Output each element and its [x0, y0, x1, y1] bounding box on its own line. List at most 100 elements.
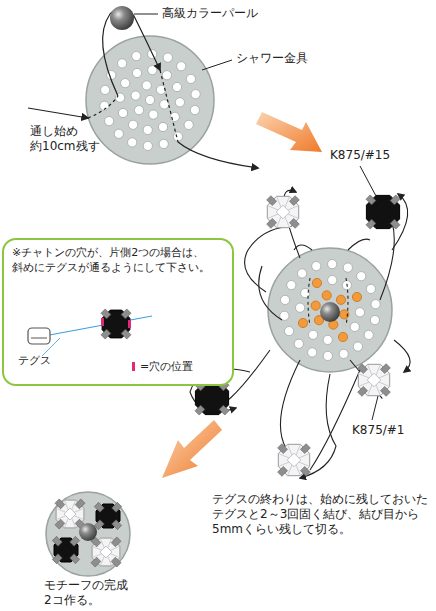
prong — [52, 536, 62, 546]
prong — [101, 309, 111, 319]
plate-hole — [370, 316, 379, 325]
plate-hole — [364, 330, 373, 339]
prong — [300, 444, 310, 454]
hole-mark — [132, 362, 135, 371]
chaton-side-view — [31, 338, 47, 339]
plate-hole — [159, 139, 168, 148]
plate-hole — [149, 110, 158, 119]
plate-hole — [145, 95, 154, 104]
plate-hole — [163, 53, 172, 62]
plate-hole — [353, 342, 362, 351]
part-label: 高級カラーパール — [162, 6, 258, 21]
plate-hole — [294, 339, 303, 348]
plate-hole — [343, 263, 352, 272]
instruction-note: テグスの終わりは、始めに残しておいたテグスと2～3回固く結び、結び目から5mmく… — [212, 492, 434, 537]
plate-hole — [186, 74, 195, 83]
prong — [55, 499, 65, 509]
prong — [121, 329, 131, 339]
completion-note: モチーフの完成 2コ作る。 — [44, 578, 136, 608]
chaton — [195, 381, 228, 414]
prong — [278, 444, 288, 454]
chaton — [358, 364, 389, 395]
plate-hole — [118, 108, 127, 117]
prong — [112, 502, 122, 512]
prong — [112, 520, 122, 530]
prong — [91, 557, 101, 567]
plate-hole — [339, 349, 348, 358]
thread-label: テグス — [18, 354, 51, 369]
plate-hole — [309, 330, 318, 339]
facet — [64, 508, 76, 520]
prong — [55, 519, 65, 529]
prong — [52, 554, 62, 564]
part-number: K875/#1 — [352, 423, 405, 438]
plate-hole — [105, 117, 114, 126]
plate-hole — [128, 138, 137, 147]
plate-hole — [357, 272, 366, 281]
plate-hole — [129, 120, 138, 129]
prong — [366, 195, 376, 205]
plate-hole — [121, 79, 130, 88]
chaton — [267, 196, 298, 227]
plate-hole — [285, 327, 294, 336]
plate-hole — [170, 112, 179, 121]
plate-hole — [352, 292, 361, 301]
prong — [75, 499, 85, 509]
plate-hole — [366, 284, 375, 293]
plate-hole — [184, 120, 193, 129]
plate-hole — [296, 303, 305, 312]
plate-hole — [156, 85, 165, 94]
prong — [267, 218, 277, 228]
plate-hole — [355, 308, 364, 317]
plate-hole — [323, 335, 332, 344]
plate-hole — [101, 85, 110, 94]
plate-hole — [118, 59, 127, 68]
prong — [289, 218, 299, 228]
plate-hole — [308, 348, 317, 357]
plate-hole — [175, 98, 184, 107]
leader-line — [42, 338, 60, 356]
prong — [121, 309, 131, 319]
plate-hole — [322, 291, 331, 300]
plate-hole — [281, 295, 290, 304]
facet — [367, 373, 381, 387]
plate-hole — [328, 260, 337, 269]
prong — [219, 405, 229, 415]
plate-hole — [158, 122, 167, 131]
plate-hole — [143, 125, 152, 134]
plate-hole — [134, 106, 143, 115]
prong — [300, 466, 310, 476]
prong — [94, 502, 104, 512]
plate-hole — [131, 91, 140, 100]
plate-hole — [172, 82, 181, 91]
plate-hole — [162, 71, 171, 80]
part-number: K875/#15 — [330, 148, 390, 163]
plate-hole — [132, 52, 141, 61]
prong — [380, 386, 390, 396]
plate-hole — [173, 132, 182, 141]
callout-box: ※チャトンの穴が、片側2つの場合は、 斜めにテグスが通るようにして下さい。テグス… — [2, 238, 234, 386]
hole-mark — [101, 318, 104, 326]
prong — [267, 196, 277, 206]
plate-hole — [191, 90, 200, 99]
prong — [70, 554, 80, 564]
facet — [287, 453, 301, 467]
pearl — [79, 523, 97, 541]
plate-hole — [312, 278, 321, 287]
facet — [100, 546, 112, 558]
part-label: シャワー金具 — [236, 51, 308, 66]
plate-hole — [177, 62, 186, 71]
hole-mark — [128, 320, 131, 328]
plate-hole — [311, 301, 320, 310]
prong — [101, 329, 111, 339]
legend-text: =穴の位置 — [140, 360, 193, 375]
plate-hole — [142, 81, 151, 90]
chaton — [366, 195, 399, 228]
plate-hole — [287, 281, 296, 290]
callout-note: ※チャトンの穴が、片側2つの場合は、 斜めにテグスが通るようにして下さい。 — [12, 246, 228, 276]
prong — [390, 195, 400, 205]
chaton — [278, 444, 309, 475]
plate-hole — [338, 332, 347, 341]
prong — [358, 386, 368, 396]
prong — [111, 557, 121, 567]
